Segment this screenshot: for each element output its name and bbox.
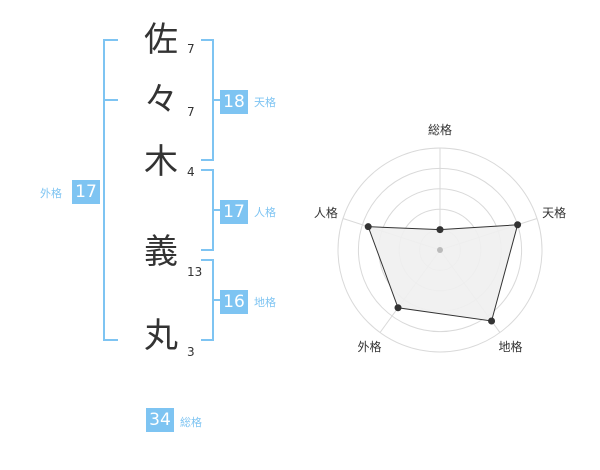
soukaku-label: 総格 <box>180 416 202 429</box>
name-char-4: 義 <box>144 232 178 272</box>
soukaku-value: 34 <box>146 408 174 432</box>
radar-point <box>514 221 522 229</box>
stroke-count-3: 4 <box>187 165 195 179</box>
gaikaku-bracket <box>103 39 118 341</box>
radar-axis-label: 外格 <box>357 339 381 354</box>
jinkaku-label: 人格 <box>254 206 276 219</box>
gaikaku-value: 17 <box>72 180 100 204</box>
name-char-1: 佐 <box>144 20 178 60</box>
gaikaku-label: 外格 <box>40 187 62 200</box>
radar-axis-label: 総格 <box>428 122 452 137</box>
radar-point <box>436 226 444 234</box>
chikaku-value: 16 <box>220 290 248 314</box>
stroke-count-1: 7 <box>187 42 195 56</box>
tenkaku-value: 18 <box>220 90 248 114</box>
name-char-3: 木 <box>144 142 178 182</box>
name-char-2: 々 <box>144 80 178 120</box>
tenkaku-bracket <box>201 39 220 161</box>
radar-center-dot <box>437 247 443 253</box>
stroke-count-5: 3 <box>187 345 195 359</box>
radar-series-area <box>367 224 519 322</box>
radar-point <box>488 317 496 325</box>
name-char-5: 丸 <box>144 316 178 356</box>
radar-axis-label: 人格 <box>314 205 338 220</box>
jinkaku-bracket <box>201 169 220 251</box>
chikaku-label: 地格 <box>254 296 276 309</box>
radar-axis-label: 天格 <box>542 205 566 220</box>
radar-point <box>394 304 402 312</box>
kaku-brackets <box>103 39 220 341</box>
jinkaku-value: 17 <box>220 200 248 224</box>
stroke-count-2: 7 <box>187 105 195 119</box>
chikaku-bracket <box>201 259 220 341</box>
radar-axis-label: 地格 <box>499 339 523 354</box>
tenkaku-label: 天格 <box>254 96 276 109</box>
stroke-count-4: 13 <box>187 265 203 279</box>
radar-point <box>364 223 372 231</box>
